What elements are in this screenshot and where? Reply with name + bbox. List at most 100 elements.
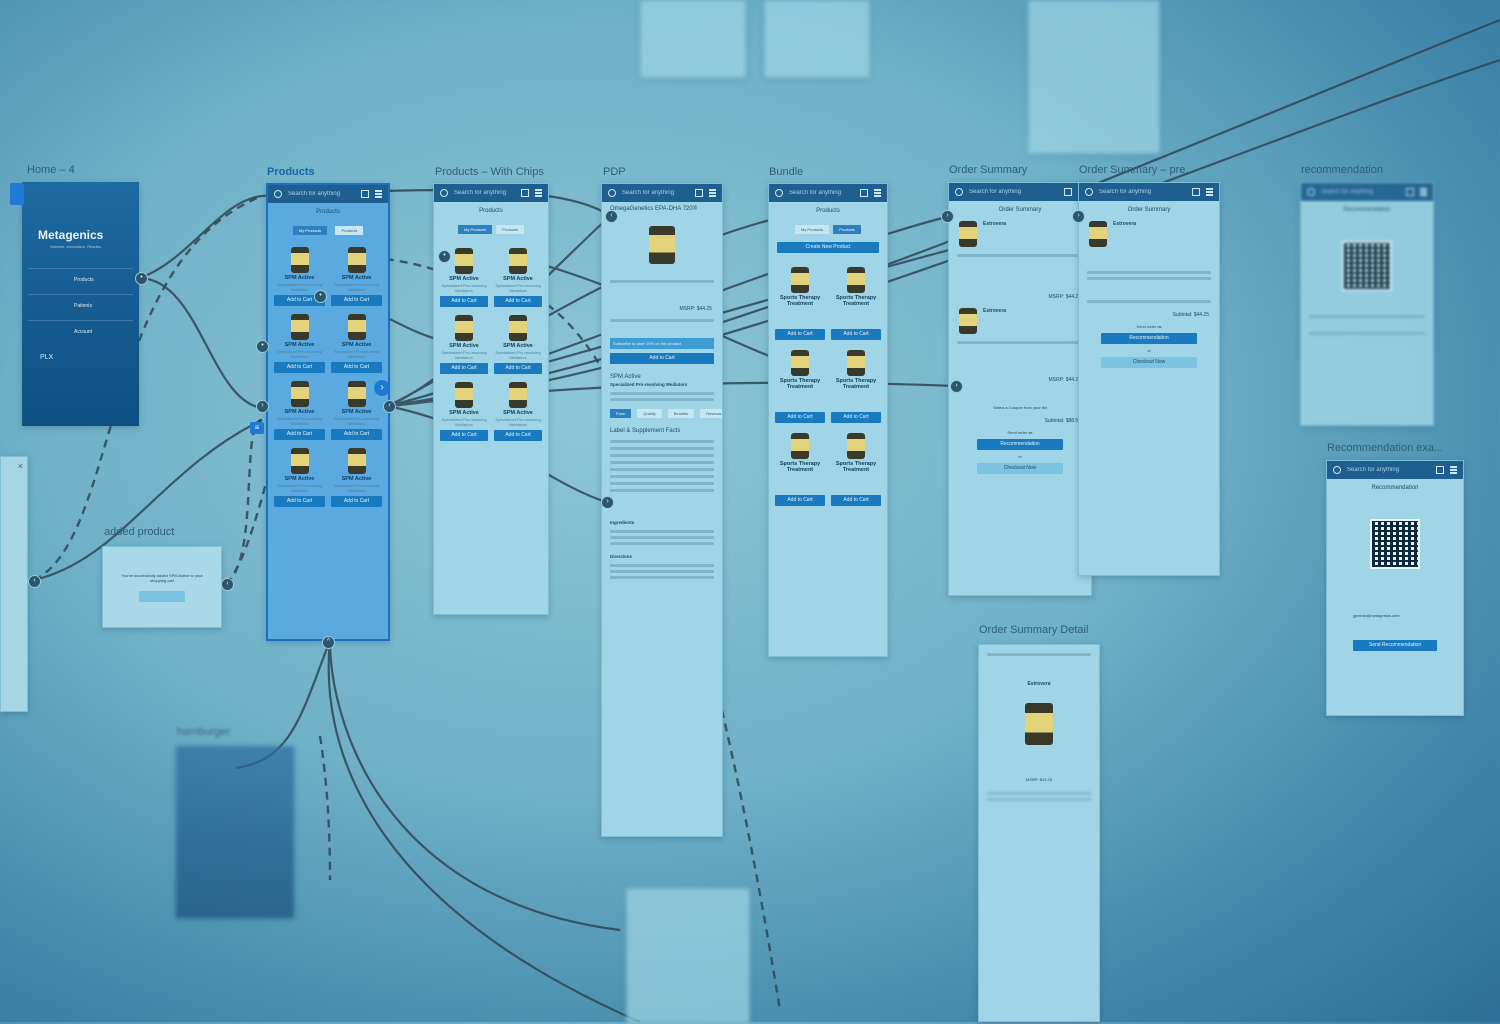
tab-benefits[interactable]: Benefits: [667, 409, 695, 418]
home-start-flag-icon[interactable]: [10, 183, 24, 205]
pdp-subscribe-toggle[interactable]: Subscribe to save 10% on this product: [610, 338, 714, 349]
added-product-frame[interactable]: You've successfully added SPM Active to …: [102, 546, 222, 628]
home-nav-patients[interactable]: Patients: [28, 294, 133, 317]
chevron-right-icon[interactable]: ›: [941, 210, 954, 223]
recommendation-field[interactable]: [1309, 332, 1425, 335]
cart-icon[interactable]: [1064, 188, 1072, 196]
order-item-actions[interactable]: [957, 254, 1083, 257]
add-to-cart-button[interactable]: Add to Cart: [494, 430, 542, 441]
hamburger-icon[interactable]: [1450, 469, 1457, 471]
hamburger-icon[interactable]: [1420, 191, 1427, 193]
search-input[interactable]: Search for anything: [1099, 189, 1152, 195]
chevron-right-icon[interactable]: ›: [1072, 210, 1085, 223]
search-input[interactable]: Search for anything: [789, 190, 842, 196]
chevron-right-icon[interactable]: ›: [256, 400, 269, 413]
checkout-button[interactable]: Checkout Now: [977, 463, 1063, 474]
chevron-right-icon[interactable]: ›: [374, 380, 390, 396]
add-to-cart-button[interactable]: Add to Cart: [331, 429, 382, 440]
add-to-cart-button[interactable]: Add to Cart: [494, 363, 542, 374]
home-nav-products[interactable]: Products: [28, 268, 133, 291]
pdp-quantity-select[interactable]: [610, 319, 714, 322]
add-to-cart-button[interactable]: Add to Cart: [775, 329, 825, 340]
cart-icon[interactable]: [860, 189, 868, 197]
bundle-frame[interactable]: Search for anything Products My Products…: [768, 183, 888, 657]
checkout-button[interactable]: Checkout Now: [1101, 357, 1197, 368]
cart-icon[interactable]: [1406, 188, 1414, 196]
add-to-cart-button[interactable]: Add to Cart: [274, 295, 325, 306]
create-new-product-button[interactable]: Create New Product: [777, 242, 879, 253]
add-to-cart-button[interactable]: Add to Cart: [440, 296, 488, 307]
add-to-cart-button[interactable]: Add to Cart: [274, 429, 325, 440]
detail-quantity[interactable]: [987, 792, 1091, 795]
add-to-cart-button[interactable]: Add to Cart: [331, 496, 382, 507]
recommendation-button[interactable]: Recommendation: [1101, 333, 1197, 344]
view-cart-button[interactable]: [139, 591, 185, 602]
connector-node-icon[interactable]: •: [438, 250, 451, 263]
chip-my-products[interactable]: My Products: [292, 226, 327, 235]
home-nav-account[interactable]: Account: [28, 320, 133, 343]
cart-icon[interactable]: [1436, 466, 1444, 474]
chevron-right-icon[interactable]: ›: [601, 496, 614, 509]
pdp-add-to-cart-button[interactable]: Add to Cart: [610, 353, 714, 364]
chip-products[interactable]: Products: [496, 225, 525, 234]
hamburger-icon[interactable]: [874, 192, 881, 194]
search-input[interactable]: Search for anything: [969, 189, 1022, 195]
chip-products[interactable]: Products: [833, 225, 862, 234]
cart-icon[interactable]: [521, 189, 529, 197]
chevron-left-icon[interactable]: ‹: [221, 578, 234, 591]
hamburger-icon[interactable]: [1206, 191, 1213, 193]
add-to-cart-button[interactable]: Add to Cart: [274, 496, 325, 507]
hotspot-menu-icon[interactable]: ≡: [250, 422, 264, 434]
add-to-cart-button[interactable]: Add to Cart: [775, 495, 825, 506]
search-input[interactable]: Search for anything: [622, 190, 675, 196]
order-summary-detail-frame[interactable]: Estrovera MSRP: $44.25: [978, 644, 1100, 1022]
home-frame[interactable]: Metagenics Science. Innovation. Results.…: [22, 182, 139, 426]
recommendation-button[interactable]: Recommendation: [977, 439, 1063, 450]
hamburger-icon[interactable]: [375, 193, 382, 195]
add-to-cart-button[interactable]: Add to Cart: [494, 296, 542, 307]
connector-node-icon[interactable]: •: [314, 290, 327, 303]
connector-node-icon[interactable]: •: [135, 272, 148, 285]
chevron-left-icon[interactable]: ‹: [28, 575, 41, 588]
chevron-left-icon[interactable]: ‹: [605, 210, 618, 223]
search-input[interactable]: Search for anything: [454, 190, 507, 196]
hamburger-frame[interactable]: [176, 746, 294, 918]
add-to-cart-button[interactable]: Add to Cart: [440, 430, 488, 441]
search-input[interactable]: Search for anything: [1321, 189, 1374, 195]
chevron-up-icon[interactable]: ^: [322, 636, 335, 649]
chip-my-products[interactable]: My Products: [457, 225, 493, 234]
detail-subscribe[interactable]: [987, 798, 1091, 801]
products-frame[interactable]: Search for anything Products My Products…: [266, 183, 390, 641]
add-to-cart-button[interactable]: Add to Cart: [440, 363, 488, 374]
hamburger-icon[interactable]: [535, 192, 542, 194]
add-to-cart-button[interactable]: Add to Cart: [831, 495, 881, 506]
pdp-frame[interactable]: Search for anything OmegaGenetics EPA-DH…: [601, 183, 723, 837]
products-chips-frame[interactable]: Search for anything Products My Products…: [433, 183, 549, 615]
email-field[interactable]: jgreenb@metagenics.com: [1353, 613, 1400, 618]
chevron-right-icon[interactable]: ›: [950, 380, 963, 393]
tab-reviews[interactable]: Reviews: [700, 409, 722, 418]
chip-my-products[interactable]: My Products: [794, 225, 830, 234]
add-to-cart-button[interactable]: Add to Cart: [775, 412, 825, 423]
add-to-cart-button[interactable]: Add to Cart: [274, 362, 325, 373]
